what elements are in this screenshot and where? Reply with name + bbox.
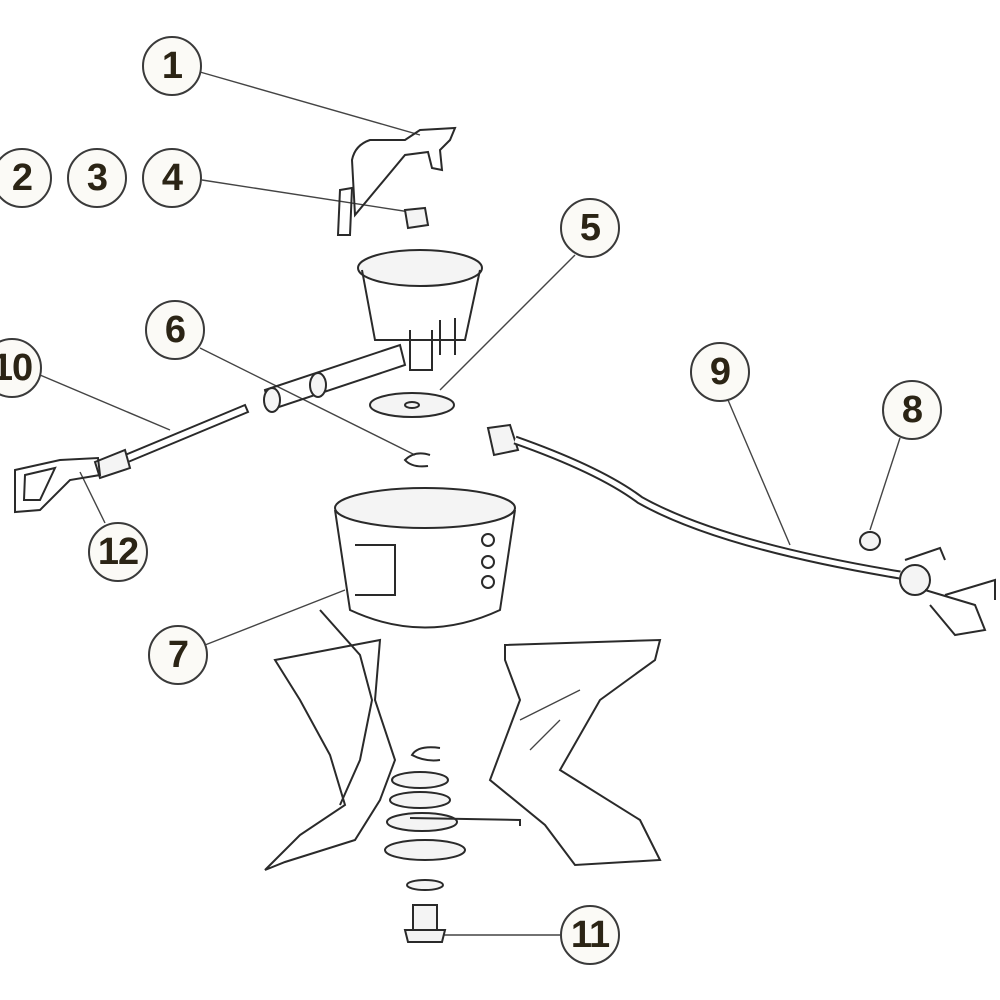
callout-7: 7 — [148, 625, 208, 685]
part-clip — [336, 126, 457, 236]
callout-label: 9 — [709, 350, 731, 393]
callout-11: 11 — [560, 905, 620, 965]
callout-1: 1 — [142, 36, 202, 96]
leader-6 — [199, 347, 416, 456]
callout-6: 6 — [145, 300, 205, 360]
callout-5: 5 — [560, 198, 620, 258]
callout-9: 9 — [690, 342, 750, 402]
callout-label: 12 — [97, 530, 139, 573]
callout-3: 3 — [67, 148, 127, 208]
callout-label: 4 — [161, 156, 183, 199]
leader-1 — [199, 71, 421, 136]
part-canister-valve — [859, 531, 996, 637]
part-hose — [486, 423, 901, 580]
callout-label: 2 — [11, 156, 33, 199]
callout-label: 10 — [0, 346, 33, 389]
callout-2: 2 — [0, 148, 52, 208]
part-washer-stack — [384, 746, 521, 891]
leader-9 — [727, 399, 791, 546]
callout-label: 11 — [570, 913, 610, 956]
part-valve-rod — [14, 403, 250, 514]
part-burner-cup — [334, 487, 516, 629]
part-tube — [263, 343, 407, 413]
leader-8 — [869, 437, 901, 531]
part-burner-head — [357, 249, 483, 371]
leader-5 — [439, 254, 576, 391]
leader-10 — [39, 374, 171, 431]
callout-label: 1 — [161, 44, 183, 87]
callout-4: 4 — [142, 148, 202, 208]
part-bolt — [403, 904, 447, 943]
leader-7 — [204, 589, 346, 646]
callout-12: 12 — [88, 522, 148, 582]
leader-lines — [39, 71, 901, 936]
part-washer — [369, 392, 455, 418]
callout-label: 3 — [86, 156, 108, 199]
leader-4 — [201, 179, 411, 213]
callout-8: 8 — [882, 380, 942, 440]
part-stand-legs — [264, 609, 662, 871]
callout-label: 7 — [167, 633, 189, 676]
part-nut — [403, 206, 430, 230]
callout-label: 5 — [579, 206, 601, 249]
callout-label: 8 — [901, 388, 923, 431]
callout-label: 6 — [164, 308, 186, 351]
part-circlip — [403, 452, 431, 468]
leader-12 — [79, 471, 106, 524]
